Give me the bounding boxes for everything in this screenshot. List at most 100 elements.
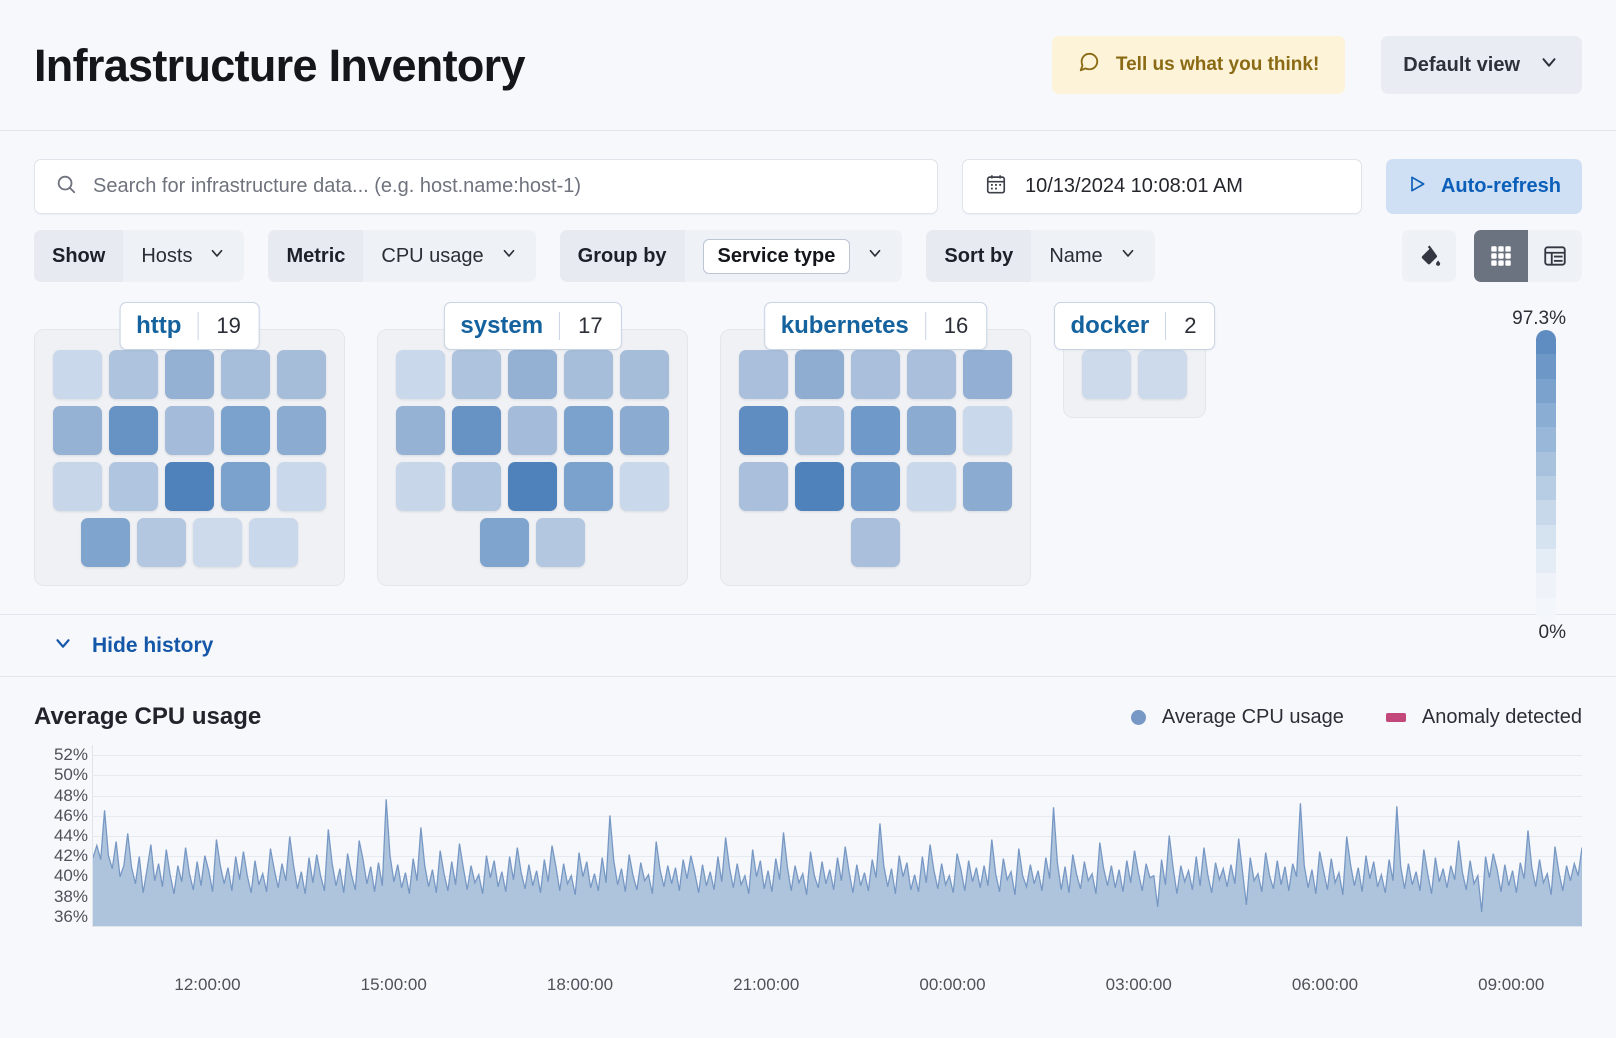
waffle-cell[interactable] — [851, 350, 900, 399]
waffle-cell[interactable] — [564, 406, 613, 455]
waffle-cell[interactable] — [277, 350, 326, 399]
waffle-cell[interactable] — [963, 350, 1012, 399]
color-fill-icon[interactable] — [1402, 230, 1456, 282]
chevron-down-icon — [500, 244, 518, 268]
waffle-cell[interactable] — [452, 462, 501, 511]
y-axis-tick: 42% — [53, 846, 88, 866]
waffle-cell[interactable] — [277, 406, 326, 455]
filter-sort-by-value-button[interactable]: Name — [1031, 230, 1155, 282]
waffle-cell[interactable] — [536, 518, 585, 567]
waffle-cell[interactable] — [907, 350, 956, 399]
waffle-cell[interactable] — [508, 462, 557, 511]
waffle-cell[interactable] — [795, 350, 844, 399]
waffle-cell[interactable] — [165, 350, 214, 399]
waffle-cell[interactable] — [620, 462, 669, 511]
waffle-cell[interactable] — [109, 350, 158, 399]
grid-line — [93, 815, 1582, 817]
x-axis-tick: 09:00:00 — [1478, 975, 1545, 994]
waffle-cell[interactable] — [396, 406, 445, 455]
waffle-cell[interactable] — [81, 518, 130, 567]
filter-metric-value: CPU usage — [381, 244, 484, 267]
waffle-cell[interactable] — [963, 406, 1012, 455]
y-axis-tick: 50% — [53, 765, 88, 785]
waffle-cell[interactable] — [53, 406, 102, 455]
auto-refresh-button[interactable]: Auto-refresh — [1386, 159, 1582, 214]
waffle-cell[interactable] — [795, 406, 844, 455]
chart-title: Average CPU usage — [34, 703, 262, 730]
waffle-cell[interactable] — [480, 518, 529, 567]
waffle-cell[interactable] — [165, 462, 214, 511]
waffle-cell[interactable] — [396, 462, 445, 511]
waffle-cell[interactable] — [1082, 350, 1131, 399]
waffle-cell[interactable] — [53, 350, 102, 399]
legend-square-icon — [1385, 712, 1406, 722]
waffle-cell[interactable] — [739, 350, 788, 399]
group-name: http — [136, 312, 182, 339]
waffle-cell[interactable] — [165, 406, 214, 455]
y-axis-tick: 44% — [53, 826, 88, 845]
waffle-cell[interactable] — [620, 350, 669, 399]
waffle-cell[interactable] — [396, 350, 445, 399]
feedback-button[interactable]: Tell us what you think! — [1051, 36, 1346, 94]
waffle-row — [480, 518, 585, 567]
waffle-cell[interactable] — [277, 462, 326, 511]
filter-group-by-value-button[interactable]: Service type — [684, 230, 903, 282]
waffle-cell[interactable] — [907, 406, 956, 455]
waffle-cell[interactable] — [221, 350, 270, 399]
table-view-icon[interactable] — [1528, 230, 1582, 282]
filter-show-value-button[interactable]: Hosts — [123, 230, 245, 282]
scale-stop — [1536, 500, 1556, 525]
group-body — [377, 329, 688, 586]
waffle-cell[interactable] — [508, 350, 557, 399]
waffle-row — [739, 350, 1012, 399]
waffle-cell[interactable] — [249, 518, 298, 567]
chart-plot-area[interactable] — [92, 745, 1582, 927]
chart-y-axis: 36%38%40%42%44%46%48%50%52% — [34, 745, 92, 927]
grid-view-icon[interactable] — [1474, 230, 1528, 282]
waffle-cell[interactable] — [851, 462, 900, 511]
waffle-cell[interactable] — [963, 462, 1012, 511]
waffle-cell[interactable] — [907, 462, 956, 511]
legend-item-average-cpu[interactable]: Average CPU usage — [1130, 706, 1344, 729]
waffle-cell[interactable] — [109, 406, 158, 455]
chart-body: 36%38%40%42%44%46%48%50%52% — [34, 745, 1582, 965]
hide-history-toggle[interactable]: Hide history — [0, 615, 1616, 677]
view-selector-button[interactable]: Default view — [1381, 36, 1582, 94]
waffle-cell[interactable] — [221, 462, 270, 511]
waffle-cell[interactable] — [1138, 350, 1187, 399]
waffle-cell[interactable] — [137, 518, 186, 567]
waffle-cell[interactable] — [851, 406, 900, 455]
filter-metric-value-button[interactable]: CPU usage — [363, 230, 536, 282]
legend-item-anomaly[interactable]: Anomaly detected — [1385, 706, 1582, 729]
scale-stop — [1536, 573, 1556, 598]
waffle-cell[interactable] — [564, 462, 613, 511]
waffle-cell[interactable] — [851, 518, 900, 567]
filter-metric: Metric CPU usage — [268, 230, 536, 282]
x-axis-tick: 03:00:00 — [1105, 975, 1172, 994]
waffle-cell[interactable] — [193, 518, 242, 567]
waffle-row — [851, 518, 900, 567]
waffle-cell[interactable] — [795, 462, 844, 511]
group-body — [34, 329, 345, 586]
waffle-cell[interactable] — [620, 406, 669, 455]
hide-history-label: Hide history — [92, 633, 214, 657]
date-picker[interactable]: 10/13/2024 10:08:01 AM — [962, 159, 1362, 214]
waffle-cell[interactable] — [221, 406, 270, 455]
waffle-cell[interactable] — [452, 406, 501, 455]
waffle-cell[interactable] — [53, 462, 102, 511]
waffle-row — [81, 518, 298, 567]
waffle-cell[interactable] — [109, 462, 158, 511]
waffle-cell[interactable] — [739, 406, 788, 455]
waffle-cell[interactable] — [508, 406, 557, 455]
waffle-cell[interactable] — [452, 350, 501, 399]
search-input[interactable]: Search for infrastructure data... (e.g. … — [34, 159, 938, 214]
waffle-cell[interactable] — [739, 462, 788, 511]
waffle-cell[interactable] — [564, 350, 613, 399]
grid-line — [93, 755, 1582, 757]
y-axis-tick: 40% — [53, 866, 88, 886]
